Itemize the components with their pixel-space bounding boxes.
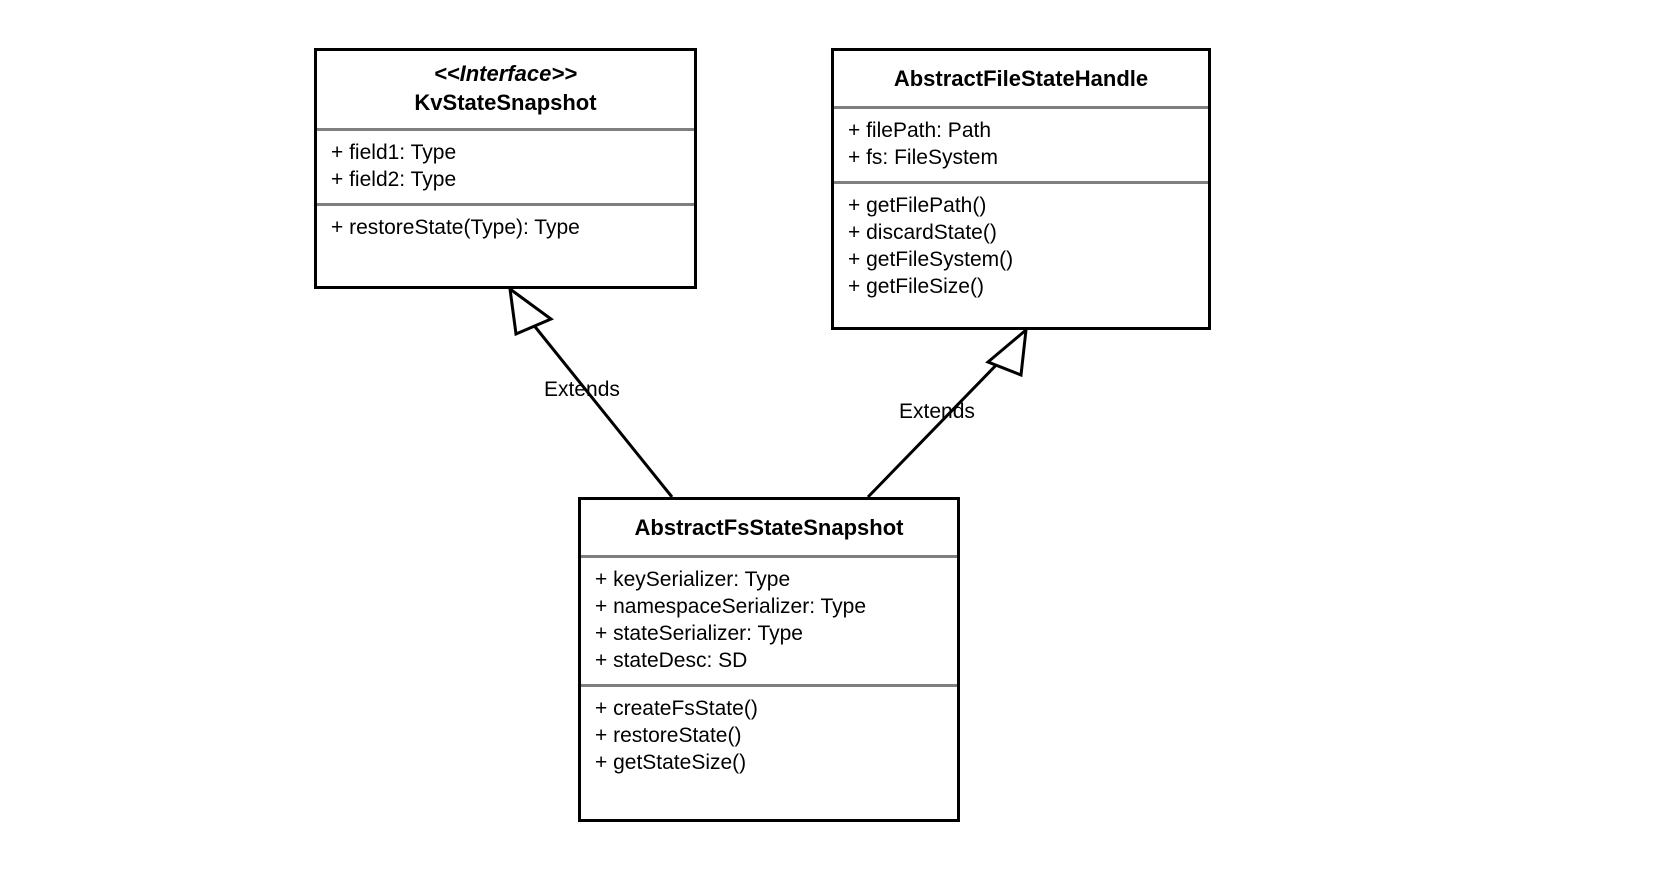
operation-item: + restoreState() [595, 724, 742, 747]
generalization-line-left [526, 317, 674, 498]
compartment-divider [317, 128, 694, 131]
operation-item: + getFileSystem() [848, 248, 1014, 271]
attribute-item: + stateDesc: SD [595, 649, 748, 672]
operations-compartment: + createFsState() + restoreState() + get… [581, 687, 957, 810]
compartment-divider [581, 555, 957, 558]
operation-item: + restoreState(Type): Type [331, 216, 580, 239]
class-header-kv-state-snapshot: <<Interface>> KvStateSnapshot [317, 51, 694, 128]
class-box-kv-state-snapshot[interactable]: <<Interface>> KvStateSnapshot + field1: … [314, 48, 697, 289]
class-header-abstract-fs-state-snapshot: AbstractFsStateSnapshot [581, 500, 957, 555]
operation-item: + getFilePath() [848, 194, 987, 217]
operations-compartment: + restoreState(Type): Type [317, 206, 694, 251]
attribute-item: + keySerializer: Type [595, 568, 791, 591]
class-stereotype: <<Interface>> [433, 61, 578, 86]
attribute-item: + filePath: Path [848, 119, 992, 142]
operation-item: + getStateSize() [595, 751, 747, 774]
attribute-item: + field1: Type [331, 141, 457, 164]
class-box-abstract-fs-state-snapshot[interactable]: AbstractFsStateSnapshot + keySerializer:… [578, 497, 960, 822]
class-name: AbstractFileStateHandle [893, 66, 1149, 91]
attribute-item: + field2: Type [331, 168, 457, 191]
compartment-divider [317, 203, 694, 206]
generalization-arrowhead-right [985, 326, 1028, 378]
attribute-item: + namespaceSerializer: Type [595, 595, 867, 618]
generalization-arrowhead-left [508, 285, 555, 337]
class-name: AbstractFsStateSnapshot [634, 515, 904, 540]
class-name: KvStateSnapshot [414, 90, 597, 115]
compartment-divider [834, 106, 1208, 109]
class-box-abstract-file-state-handle[interactable]: AbstractFileStateHandle + filePath: Path… [831, 48, 1211, 330]
compartment-divider [581, 684, 957, 687]
relationship-label-extends-kv-state-snapshot: Extends [544, 378, 620, 401]
generalization-edge-abstract-file-state-handle [866, 326, 1028, 499]
class-header-abstract-file-state-handle: AbstractFileStateHandle [834, 51, 1208, 106]
attribute-item: + fs: FileSystem [848, 146, 998, 169]
attributes-compartment: + keySerializer: Type + namespaceSeriali… [581, 558, 957, 684]
operations-compartment: + getFilePath() + discardState() + getFi… [834, 184, 1208, 310]
operation-item: + getFileSize() [848, 275, 984, 298]
generalization-line-right [866, 355, 1006, 499]
relationship-label-extends-abstract-file-state-handle: Extends [899, 400, 975, 423]
attribute-item: + stateSerializer: Type [595, 622, 803, 645]
operation-item: + discardState() [848, 221, 997, 244]
operation-item: + createFsState() [595, 697, 758, 720]
attributes-compartment: + filePath: Path + fs: FileSystem [834, 109, 1208, 181]
generalization-edge-kv-state-snapshot [508, 285, 674, 498]
compartment-divider [834, 181, 1208, 184]
attributes-compartment: + field1: Type + field2: Type [317, 131, 694, 203]
